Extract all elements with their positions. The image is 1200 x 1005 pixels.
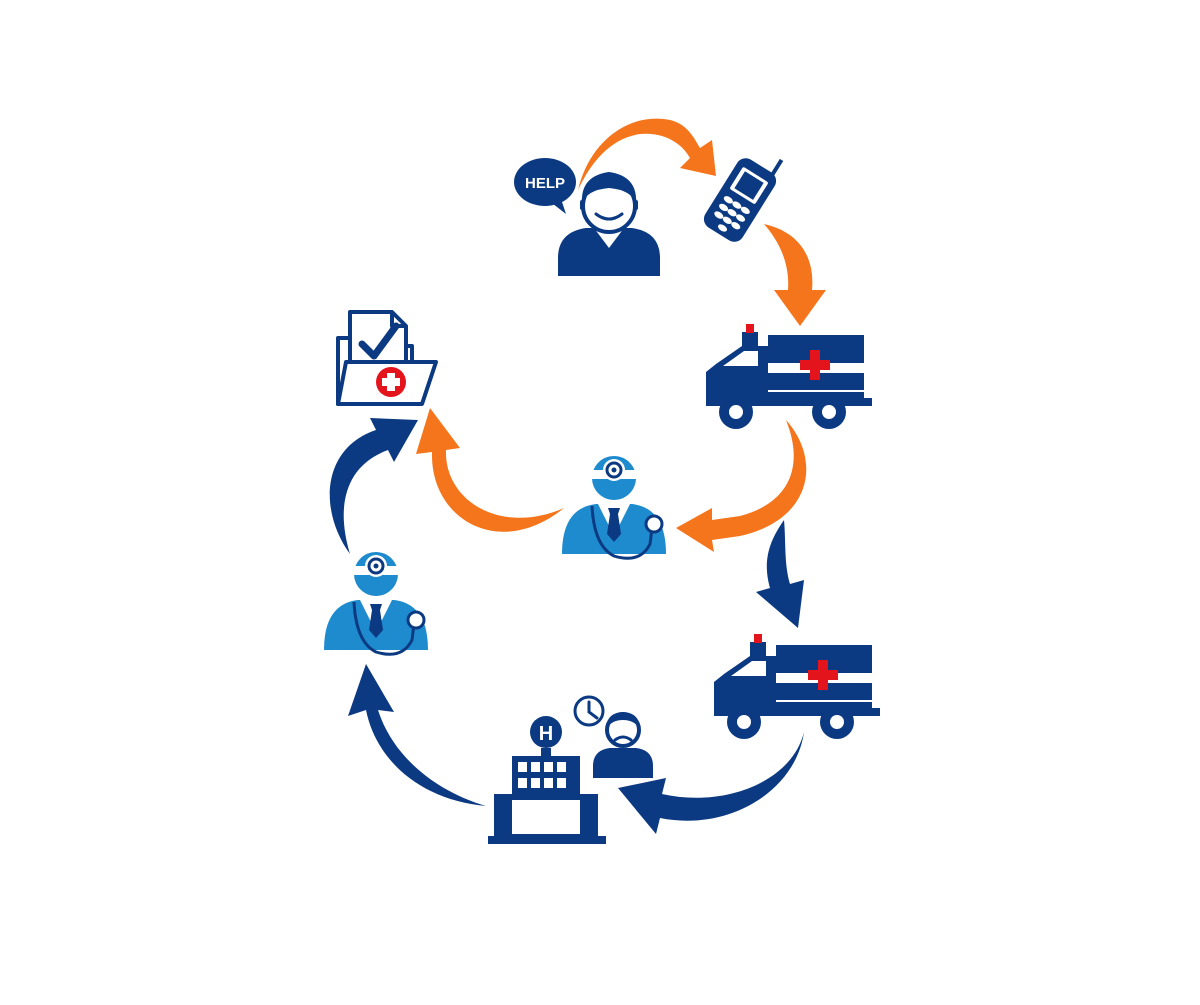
medical-folder-icon [336,310,438,406]
ambulance-icon [714,634,880,739]
navy-arrow-ambulance-to-ambulance [756,520,804,628]
navy-arrow-hospital-to-doctor [348,664,486,806]
mobile-phone-icon [703,158,784,242]
hospital-icon: H [488,716,606,844]
navy-arrow-ambulance-to-hospital [618,732,804,834]
orange-arrow-phone-to-ambulance [764,224,826,326]
doctor-icon [322,550,430,656]
patient-icon [593,712,653,778]
orange-arrow-doctor-to-records [416,408,564,532]
ambulance-icon [706,324,872,429]
navy-arrow-doctor-to-records [329,418,418,554]
orange-arrow-help-to-phone [578,118,716,190]
hospital-sign-letter: H [539,723,553,745]
person-help-icon: HELP [514,158,660,276]
doctor-icon [560,454,668,560]
orange-arrow-ambulance-to-doctor [676,420,807,552]
help-bubble-text: HELP [525,175,565,192]
clock-icon [573,695,605,727]
